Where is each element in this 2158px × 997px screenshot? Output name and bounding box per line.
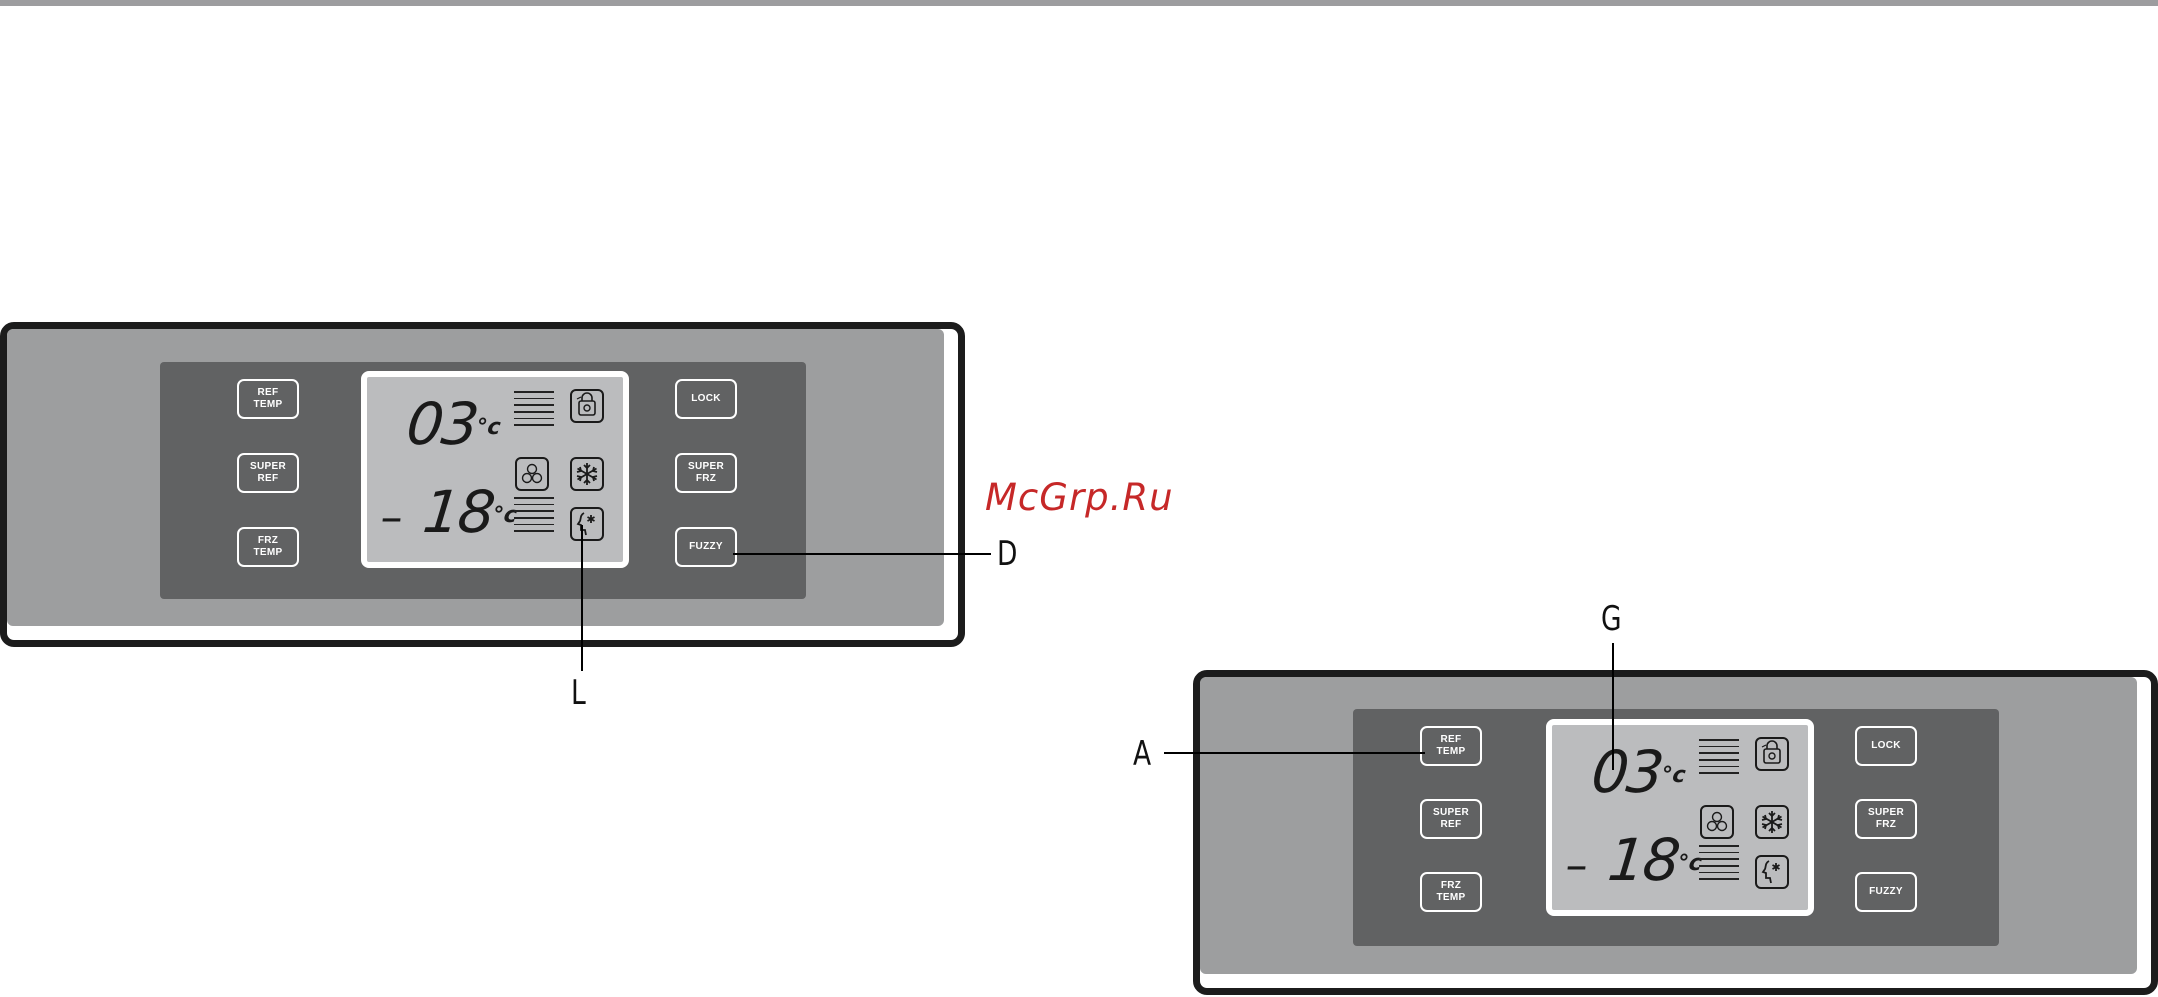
lock-bag-icon xyxy=(1755,737,1789,771)
callout-line-d xyxy=(733,553,991,555)
fuzzy-button[interactable]: FUZZY xyxy=(1855,872,1917,912)
super-ref-button[interactable]: SUPER REF xyxy=(1420,799,1482,839)
fridge-temp-readout: 03°c xyxy=(404,395,504,453)
lcd-display: 03°c –18°c xyxy=(361,371,629,568)
top-divider xyxy=(0,0,2158,6)
fridge-level-bars xyxy=(1699,739,1739,779)
ref-temp-button[interactable]: REF TEMP xyxy=(237,379,299,419)
control-panel-2: REF TEMP SUPER REF FRZ TEMP LOCK SUPER F… xyxy=(1193,670,2158,995)
fridge-level-bars xyxy=(514,391,554,431)
callout-label-l: L xyxy=(571,676,586,710)
frz-temp-button[interactable]: FRZ TEMP xyxy=(1420,872,1482,912)
snowflake-icon xyxy=(570,457,604,491)
callout-label-g: G xyxy=(1601,602,1622,636)
callout-label-d: D xyxy=(997,537,1017,571)
control-panel-1: REF TEMP SUPER REF FRZ TEMP LOCK SUPER F… xyxy=(0,322,965,647)
snowflake-icon xyxy=(1755,805,1789,839)
panel-control-area: REF TEMP SUPER REF FRZ TEMP LOCK SUPER F… xyxy=(1353,709,1999,946)
panel-control-area: REF TEMP SUPER REF FRZ TEMP LOCK SUPER F… xyxy=(160,362,806,599)
ref-temp-button[interactable]: REF TEMP xyxy=(1420,726,1482,766)
hexagon-cells-icon xyxy=(515,457,549,491)
face-star-icon xyxy=(570,507,604,541)
face-star-icon xyxy=(1755,855,1789,889)
callout-label-a: A xyxy=(1133,737,1151,771)
lock-bag-icon xyxy=(570,389,604,423)
hexagon-cells-icon xyxy=(1700,805,1734,839)
watermark: McGrp.Ru xyxy=(985,476,1174,519)
freezer-level-bars xyxy=(1699,845,1739,885)
freezer-level-bars xyxy=(514,497,554,537)
super-frz-button[interactable]: SUPER FRZ xyxy=(1855,799,1917,839)
fuzzy-button[interactable]: FUZZY xyxy=(675,527,737,567)
super-frz-button[interactable]: SUPER FRZ xyxy=(675,453,737,493)
lcd-display: 03°c –18°c xyxy=(1546,719,1814,916)
super-ref-button[interactable]: SUPER REF xyxy=(237,453,299,493)
lock-button[interactable]: LOCK xyxy=(1855,726,1917,766)
freezer-temp-readout: –18°c xyxy=(1563,831,1706,895)
callout-line-l xyxy=(581,525,583,671)
callout-line-a xyxy=(1164,752,1425,754)
panel-face: REF TEMP SUPER REF FRZ TEMP LOCK SUPER F… xyxy=(1200,677,2137,974)
lock-button[interactable]: LOCK xyxy=(675,379,737,419)
callout-line-g xyxy=(1612,643,1614,770)
freezer-temp-readout: –18°c xyxy=(378,483,521,547)
fridge-temp-readout: 03°c xyxy=(1589,743,1689,801)
frz-temp-button[interactable]: FRZ TEMP xyxy=(237,527,299,567)
panel-face: REF TEMP SUPER REF FRZ TEMP LOCK SUPER F… xyxy=(7,329,944,626)
